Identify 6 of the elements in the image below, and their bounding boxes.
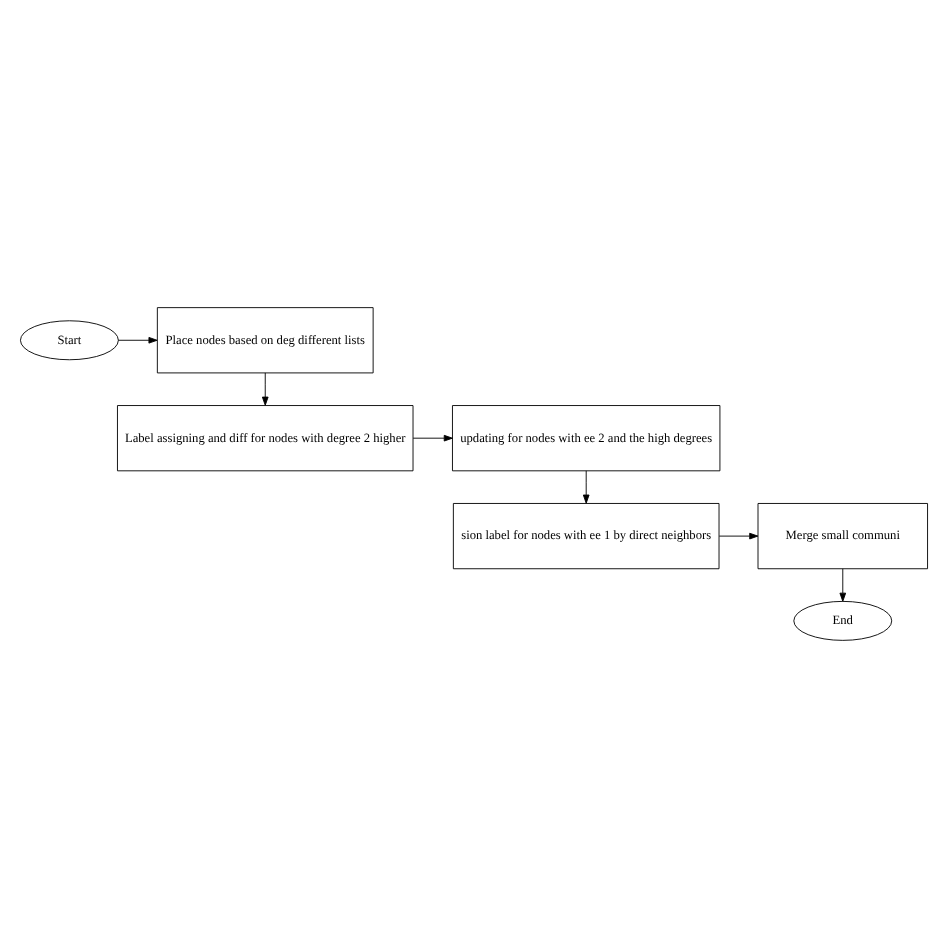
- arrow: [582, 470, 590, 504]
- arrow: [718, 532, 759, 540]
- arrow: [839, 568, 847, 602]
- arrow: [117, 336, 158, 344]
- arrow: [261, 372, 269, 406]
- arrow: [412, 434, 453, 442]
